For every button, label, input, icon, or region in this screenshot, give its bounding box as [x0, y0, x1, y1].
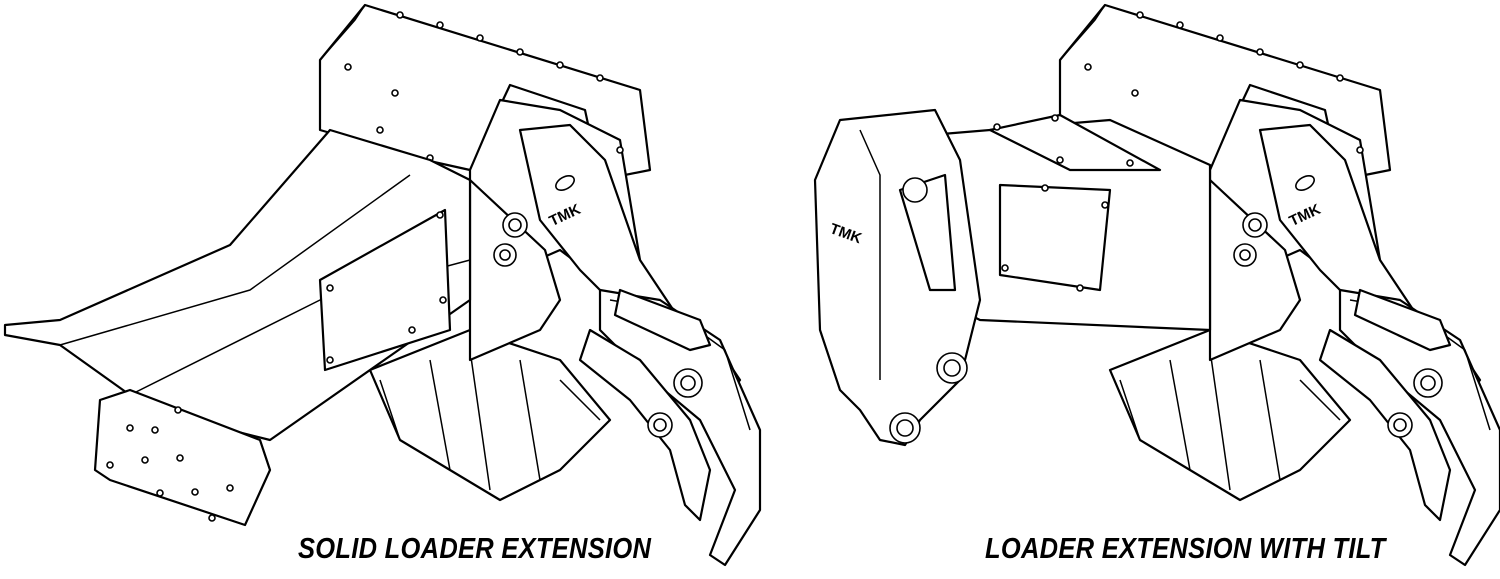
caption-loader-extension-with-tilt: LOADER EXTENSION WITH TILT: [985, 533, 1386, 565]
solid-loader-extension-drawing: [3, 3, 762, 567]
tilt-loader-extension-drawing: TMK: [813, 3, 1500, 567]
caption-solid-loader-extension: SOLID LOADER EXTENSION: [298, 533, 652, 565]
